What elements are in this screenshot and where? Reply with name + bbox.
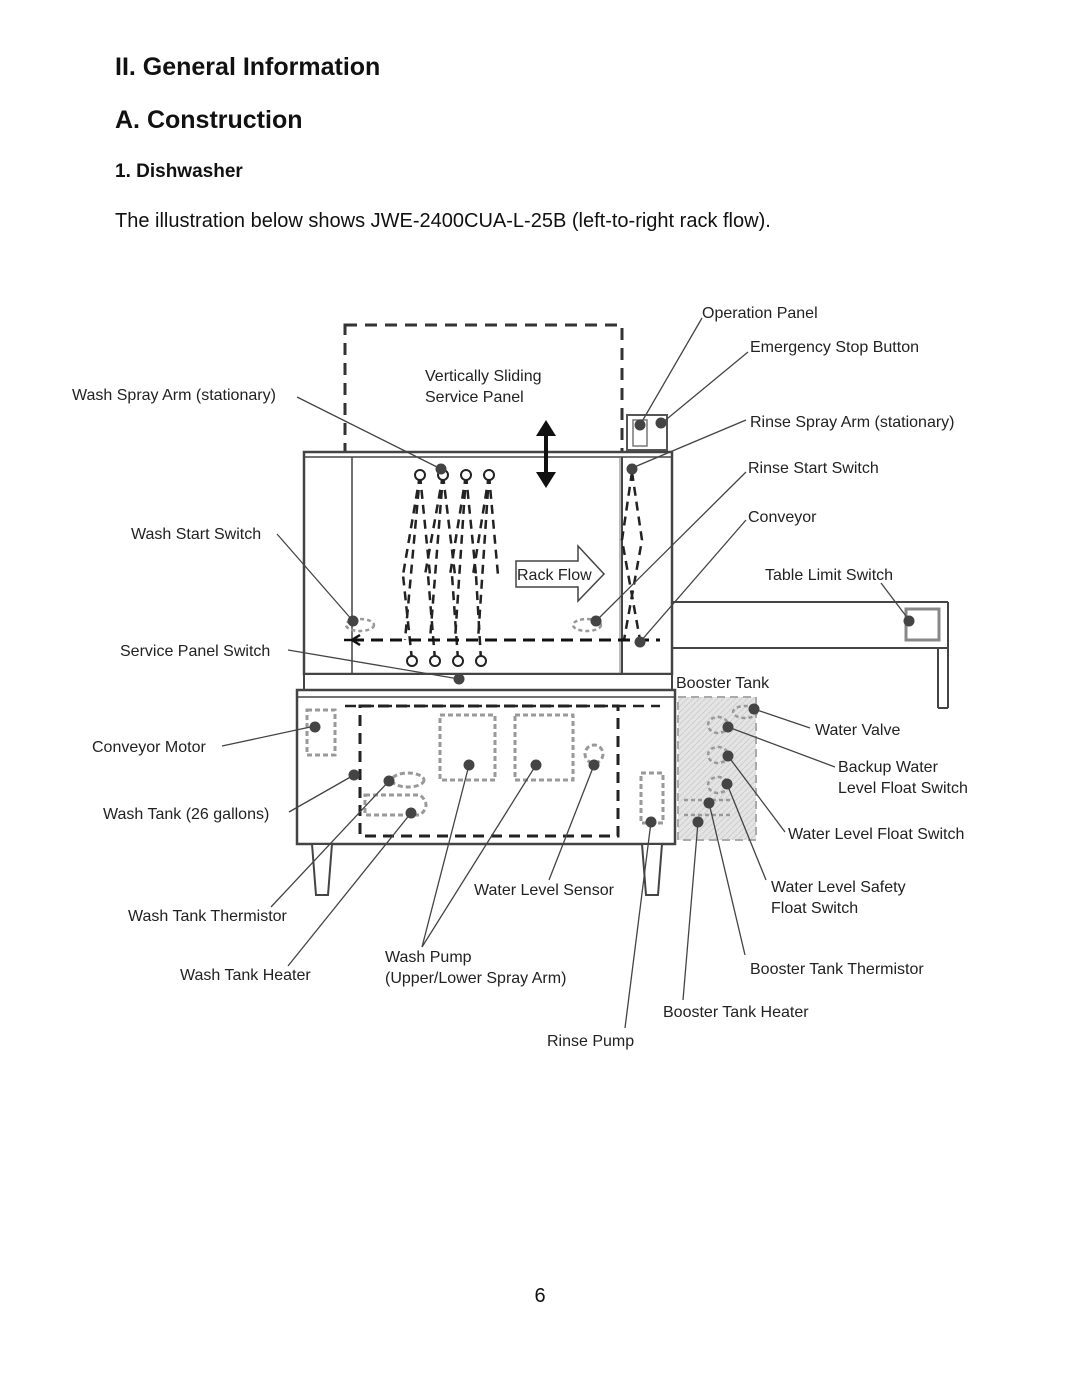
- label-rinse-spray-arm: Rinse Spray Arm (stationary): [750, 414, 955, 431]
- label-booster-tank-thermistor: Booster Tank Thermistor: [750, 961, 924, 978]
- label-wash-tank-heater: Wash Tank Heater: [180, 967, 311, 984]
- label-wash-start-switch: Wash Start Switch: [131, 526, 261, 543]
- label-rinse-start-switch: Rinse Start Switch: [748, 460, 879, 477]
- label-water-valve: Water Valve: [815, 722, 900, 739]
- label-emergency-stop: Emergency Stop Button: [750, 339, 919, 356]
- label-water-level-sensor: Water Level Sensor: [474, 882, 615, 899]
- label-booster-tank: Booster Tank: [676, 675, 770, 692]
- lower-cabinet: [295, 688, 677, 846]
- label-booster-tank-heater: Booster Tank Heater: [663, 1004, 809, 1021]
- label-water-level-safety: Water Level Safety: [771, 879, 906, 896]
- rack-flow-arrow: [515, 544, 606, 603]
- label-wash-spray-arm: Wash Spray Arm (stationary): [72, 387, 276, 404]
- label-table-limit-switch: Table Limit Switch: [765, 567, 893, 584]
- label-wash-tank: Wash Tank (26 gallons): [103, 806, 269, 823]
- label-wash-pump: Wash Pump: [385, 949, 472, 966]
- label-water-level-safety-float: Float Switch: [771, 900, 858, 917]
- label-conveyor: Conveyor: [748, 509, 817, 526]
- rack-flow-label: Rack Flow: [517, 567, 592, 584]
- intro-text: The illustration below shows JWE-2400CUA…: [115, 210, 771, 232]
- label-rinse-pump: Rinse Pump: [547, 1033, 634, 1050]
- upper-cabinet: [302, 450, 674, 676]
- page-number: 6: [534, 1285, 546, 1307]
- item-heading: 1. Dishwasher: [115, 161, 243, 182]
- label-service-panel-switch: Service Panel Switch: [120, 643, 270, 660]
- label-vertically-sliding: Vertically Sliding: [425, 368, 542, 385]
- subsection-heading: A. Construction: [115, 106, 303, 134]
- label-operation-panel: Operation Panel: [702, 305, 818, 322]
- label-water-level-float: Water Level Float Switch: [788, 826, 964, 843]
- label-backup-water: Backup Water: [838, 759, 939, 776]
- section-heading: II. General Information: [115, 53, 381, 81]
- label-wash-tank-thermistor: Wash Tank Thermistor: [128, 908, 288, 925]
- spray-pattern: [401, 471, 644, 661]
- label-service-panel: Service Panel: [425, 389, 524, 406]
- label-backup-water-float: Level Float Switch: [838, 780, 968, 797]
- label-wash-pump-arms: (Upper/Lower Spray Arm): [385, 970, 566, 987]
- label-conveyor-motor: Conveyor Motor: [92, 739, 206, 756]
